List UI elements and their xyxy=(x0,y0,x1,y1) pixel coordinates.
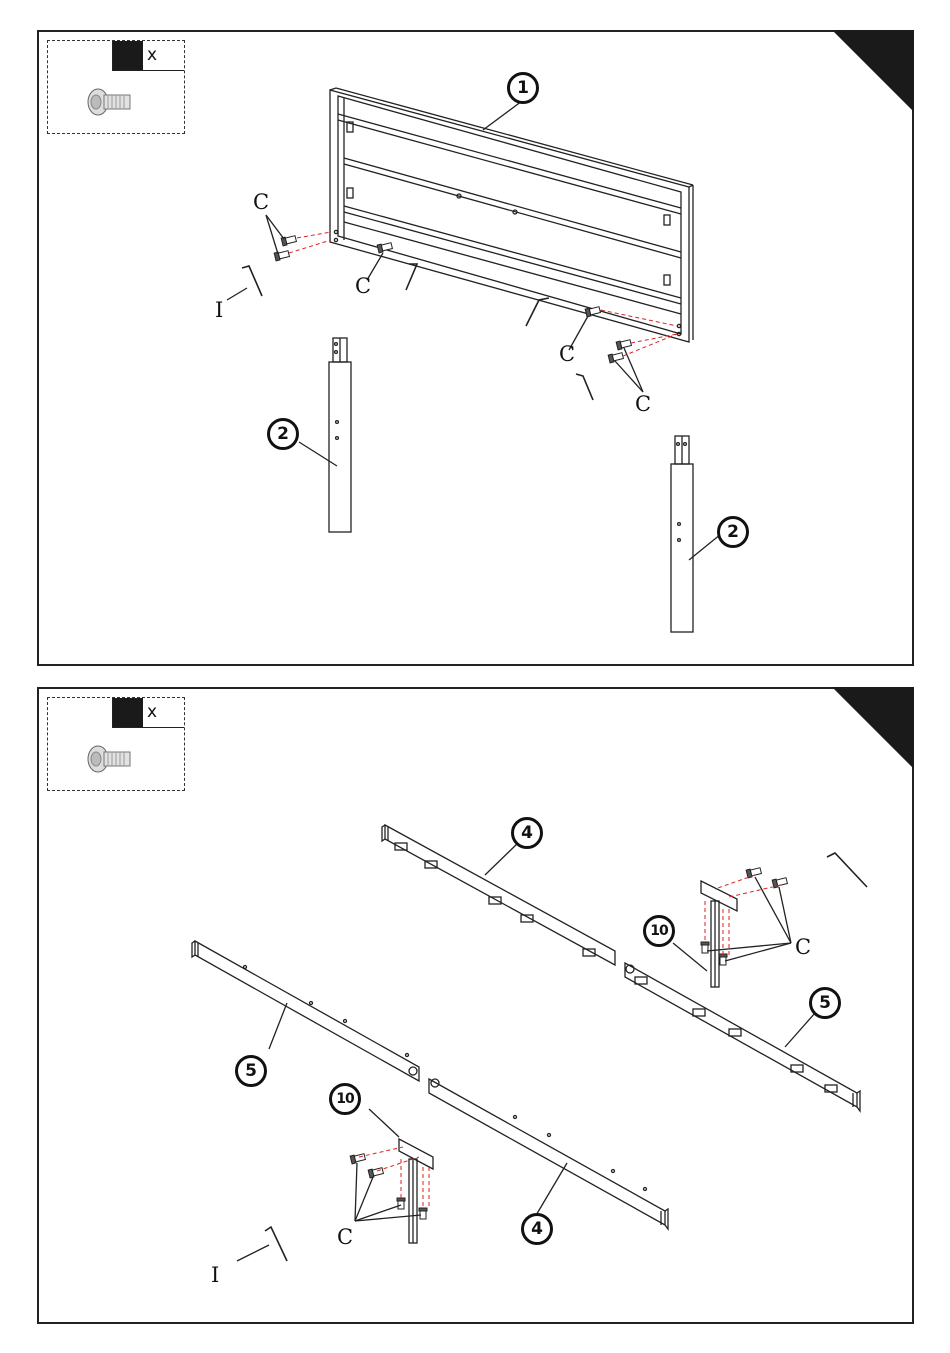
bolt-icon xyxy=(84,85,138,119)
step-corner-tab xyxy=(832,30,914,112)
tool-label-i: I xyxy=(211,1265,219,1286)
part-number-rail-4-top: 4 xyxy=(511,817,543,849)
part-number-headboard: 1 xyxy=(507,72,539,104)
hardware-box: x xyxy=(47,40,185,134)
bolt-label-c: C xyxy=(559,344,575,365)
hardware-count: x xyxy=(112,41,184,71)
bolt-label-c: C xyxy=(337,1227,353,1248)
hardware-quantity-label: x xyxy=(143,41,184,70)
bolt-c-icons xyxy=(350,867,788,1219)
hardware-quantity-label: x xyxy=(143,698,184,727)
part-number-leg-right: 2 xyxy=(717,516,749,548)
step-corner-tab xyxy=(832,687,914,769)
bolt-icon xyxy=(84,742,138,776)
part-number-rail-5-left: 5 xyxy=(235,1055,267,1087)
part-number-rail-5-right: 5 xyxy=(809,987,841,1019)
rail-4-bottom-part xyxy=(429,1079,668,1229)
bolt-label-c: C xyxy=(253,192,269,213)
part-number-leg-10-bottom: 10 xyxy=(329,1083,361,1115)
part-number-leg-left: 2 xyxy=(267,418,299,450)
part-number-leg-10-top: 10 xyxy=(643,915,675,947)
bolt-label-c: C xyxy=(635,394,651,415)
leg-left-part xyxy=(329,338,351,532)
tool-label-i: I xyxy=(215,300,223,321)
rail-5-left-part xyxy=(192,941,419,1081)
rail-5-right-part xyxy=(625,963,860,1111)
assembly-step-2-panel: x 4 4 5 5 10 10 C C I xyxy=(37,687,914,1324)
part-number-rail-4-bottom: 4 xyxy=(521,1213,553,1245)
allen-key-icons xyxy=(242,264,593,400)
hardware-count: x xyxy=(112,698,184,728)
hardware-box: x xyxy=(47,697,185,791)
bolt-label-c: C xyxy=(795,937,811,958)
bolt-label-c: C xyxy=(355,276,371,297)
hardware-count-fill xyxy=(113,41,143,70)
headboard-part xyxy=(330,88,693,342)
bolt-c-icons xyxy=(274,235,632,363)
leg-right-part xyxy=(671,436,693,632)
leg-10-bottom-part xyxy=(399,1139,433,1243)
hardware-count-fill xyxy=(113,698,143,727)
assembly-step-1-panel: x 1 2 2 C C C C I xyxy=(37,30,914,666)
rail-4-top-part xyxy=(382,825,615,965)
